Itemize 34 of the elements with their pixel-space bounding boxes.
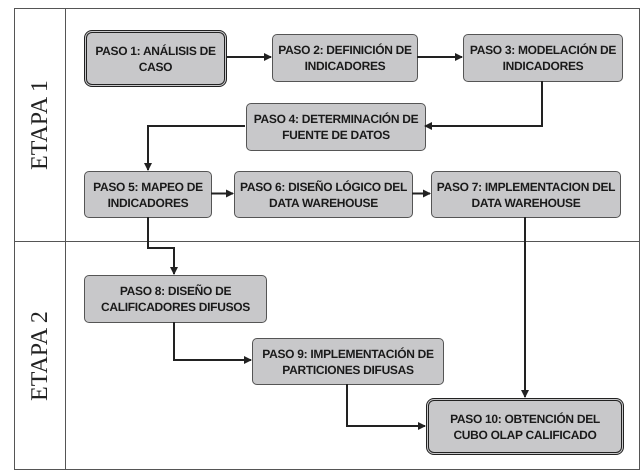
arrow [144, 125, 245, 171]
arrow [412, 190, 431, 198]
arrow [521, 217, 529, 398]
step-text: PASO 10: OBTENCIÓN DEL CUBO OLAP CALIFICADO [449, 410, 601, 442]
arrow [226, 53, 272, 61]
swimlane [14, 241, 640, 470]
step-box [84, 30, 227, 87]
arrow [424, 81, 543, 130]
step-box [84, 171, 212, 218]
arrow [211, 190, 234, 198]
lane-label: ETAPA 2 [26, 310, 54, 400]
arrow [417, 53, 463, 61]
step-text: PASO 9: IMPLEMENTACIÓN DE PARTICIONES DIFUSAS [261, 346, 435, 378]
step-box [431, 171, 621, 218]
step-box [426, 398, 624, 455]
swimlane [14, 8, 640, 242]
step-text: PASO 5: MAPEO DE INDICADORES [92, 178, 204, 210]
step-text: PASO 2: DEFINICIÓN DE INDICADORES [277, 42, 413, 74]
step-text: PASO 3: MODELACIÓN DE INDICADORES [468, 42, 618, 74]
step-box [234, 171, 413, 218]
step-text: PASO 7: IMPLEMENTACION DEL DATA WAREHOUSE [436, 178, 616, 210]
step-text: PASO 1: ANÁLISIS DE CASO [94, 42, 217, 74]
step-box [84, 275, 267, 323]
step-box [246, 103, 426, 151]
step-box [252, 338, 444, 385]
arrow [346, 384, 426, 430]
step-text: PASO 6: DISEÑO LÓGICO DEL DATA WAREHOUSE [239, 178, 408, 210]
step-box [272, 34, 418, 82]
step-text: PASO 8: DISEÑO DE CALIFICADORES DIFUSOS [100, 283, 252, 315]
arrow [173, 322, 252, 364]
step-text: PASO 4: DETERMINACIÓN DE FUENTE DE DATOS [252, 111, 420, 143]
lane-label: ETAPA 1 [26, 80, 54, 170]
step-box [463, 34, 623, 82]
arrow [147, 217, 178, 275]
